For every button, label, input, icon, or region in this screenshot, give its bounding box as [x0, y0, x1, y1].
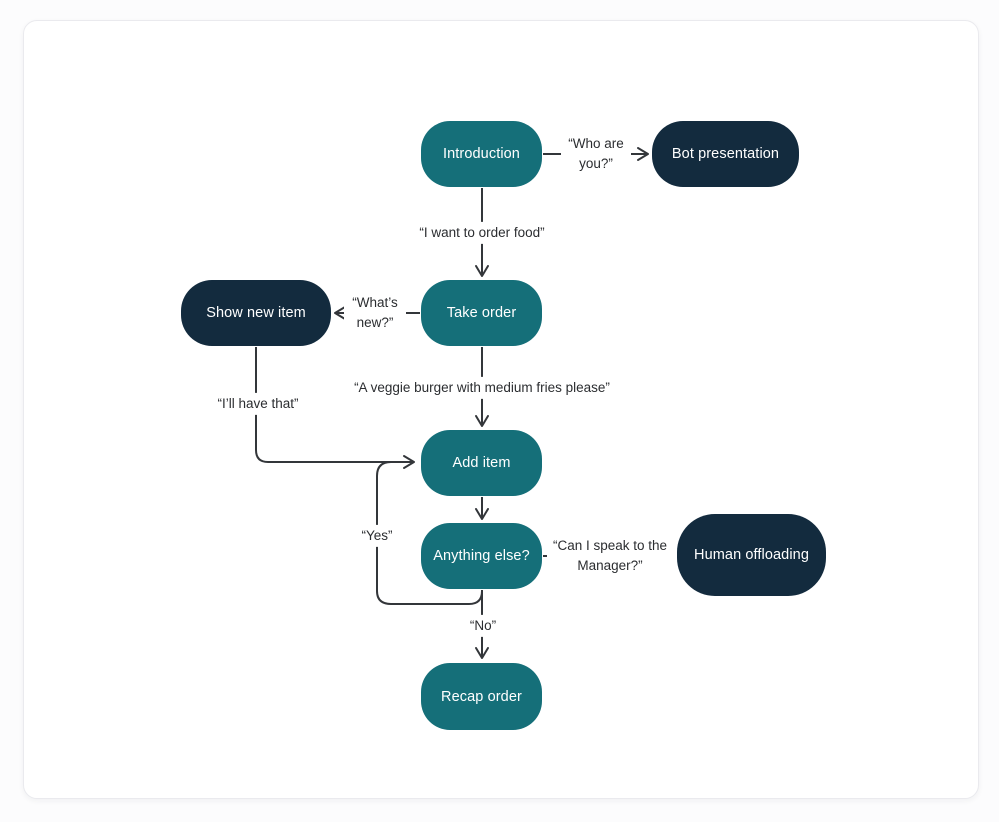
- node-human-offloading-label: Human offloading: [694, 547, 809, 563]
- node-human-offloading[interactable]: Human offloading: [677, 514, 826, 596]
- edge-label-can-i-speak-to-manager: “Can I speak to the Manager?”: [547, 534, 673, 578]
- node-recap-order[interactable]: Recap order: [421, 663, 542, 730]
- node-take-order[interactable]: Take order: [421, 280, 542, 346]
- node-add-item-label: Add item: [452, 455, 511, 471]
- edge-label-yes: “Yes”: [356, 524, 398, 548]
- node-show-new-item-label: Show new item: [206, 305, 306, 321]
- edge-label-veggie-burger: “A veggie burger with medium fries pleas…: [349, 376, 615, 400]
- node-bot-presentation[interactable]: Bot presentation: [652, 121, 799, 187]
- node-bot-presentation-label: Bot presentation: [671, 146, 780, 162]
- node-anything-else[interactable]: Anything else?: [421, 523, 542, 589]
- edge-label-i-want-to-order-food: “I want to order food”: [414, 221, 550, 245]
- node-introduction-label: Introduction: [443, 146, 520, 162]
- edge-label-ill-have-that: “I’ll have that”: [212, 392, 304, 416]
- node-anything-else-label: Anything else?: [433, 548, 530, 564]
- node-take-order-label: Take order: [446, 305, 517, 321]
- edge-label-who-are-you: “Who are you?”: [561, 132, 631, 176]
- node-recap-order-label: Recap order: [441, 688, 522, 705]
- node-add-item[interactable]: Add item: [421, 430, 542, 496]
- node-show-new-item[interactable]: Show new item: [181, 280, 331, 346]
- edge-label-whats-new: “What’s new?”: [344, 291, 406, 335]
- node-introduction[interactable]: Introduction: [421, 121, 542, 187]
- edge-label-no: “No”: [464, 614, 502, 638]
